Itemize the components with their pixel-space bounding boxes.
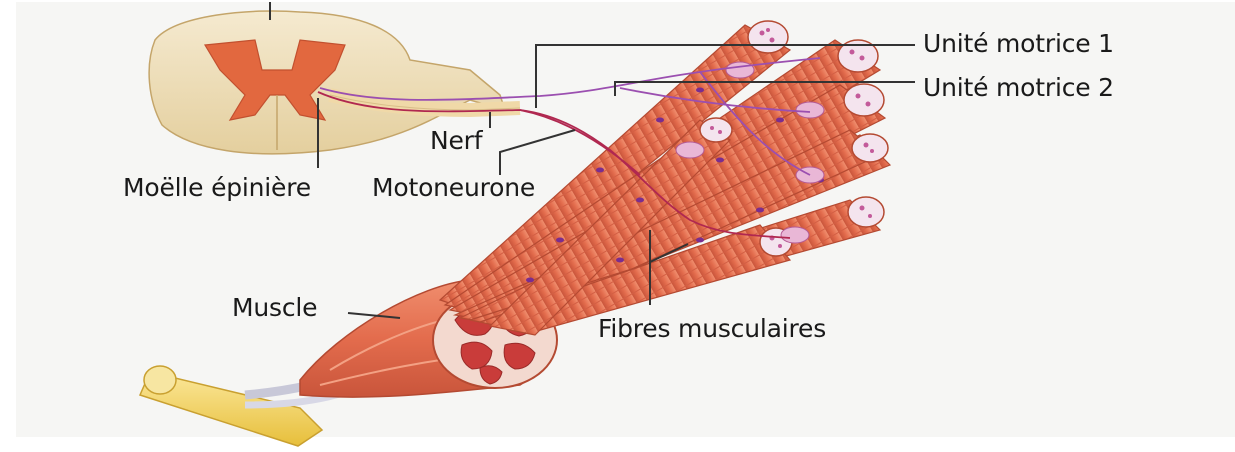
label-nerve: Nerf	[430, 128, 482, 153]
label-motor-unit-2: Unité motrice 2	[923, 75, 1114, 100]
label-motor-neuron: Motoneurone	[372, 175, 535, 200]
label-spinal-cord: Moëlle épinière	[123, 175, 311, 200]
label-muscle: Muscle	[232, 295, 317, 320]
label-motor-unit-1: Unité motrice 1	[923, 31, 1114, 56]
label-muscle-fibers: Fibres musculaires	[598, 316, 826, 341]
